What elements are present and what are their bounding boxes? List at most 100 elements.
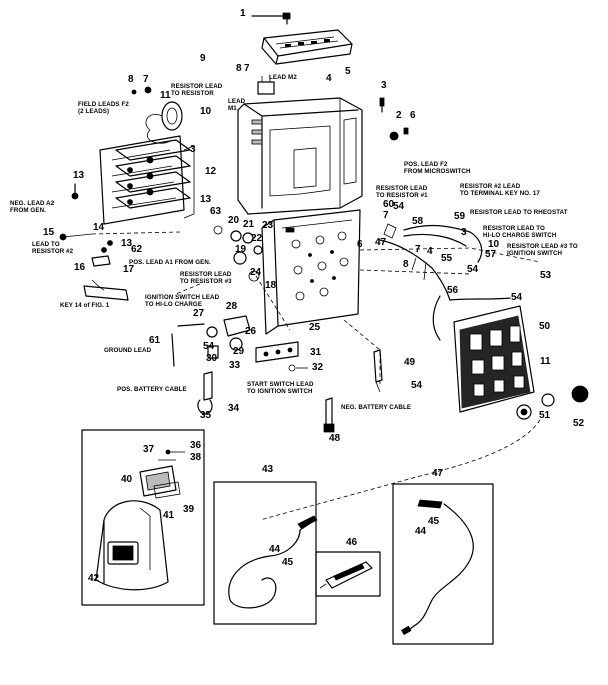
part-number-28: 28 [226,301,238,312]
nameplate-31 [255,341,299,363]
relay-switch [257,76,275,95]
wire-label: RESISTOR LEAD [180,271,232,278]
part-number-31: 31 [310,347,322,358]
part-number-59: 59 [454,211,466,222]
part-number-8: 8 [236,63,242,74]
inset-46-holder [315,551,381,597]
part-number-27: 27 [193,308,205,319]
part-number-8: 8 [128,74,134,85]
part-number-16: 16 [74,262,86,273]
part-number-6: 6 [410,110,416,121]
part-number-3: 3 [190,144,196,155]
wire-label: FIELD LEADS F2 [78,101,129,108]
part-number-7: 7 [415,244,421,255]
wire-label: IGNITION SWITCH LEAD [145,294,220,301]
part-number-49: 49 [404,357,416,368]
part-number-29: 29 [233,346,245,357]
inset-47-cable [392,483,494,645]
knob-52 [541,385,589,407]
wire-label: KEY 14 of FIG. 1 [60,302,110,309]
part-number-7: 7 [244,63,250,74]
part-number-61: 61 [149,335,161,346]
part-number-63: 63 [210,206,222,217]
part-number-34: 34 [228,403,240,414]
control-panel [261,209,361,335]
part-number-13: 13 [121,238,133,249]
part-number-10: 10 [200,106,212,117]
part-number-11: 11 [540,356,551,367]
part-number-42: 42 [88,573,100,584]
bolt-2-6 [131,86,152,95]
wire-label: RESISTOR #2 LEAD [460,183,521,190]
part-number-52: 52 [573,418,585,429]
part-number-56: 56 [447,285,459,296]
part-number-26: 26 [245,326,257,337]
part-number-54: 54 [203,341,215,352]
part-number-54: 54 [411,380,423,391]
wire-label: NEG. BATTERY CABLE [341,404,411,411]
part-number-3: 3 [461,227,467,238]
part-number-22: 22 [251,233,263,244]
part-number-8: 8 [403,259,409,270]
part-number-19: 19 [235,244,247,255]
wire-label: TO TERMINAL KEY NO. 17 [460,190,540,197]
wire-label: RESISTOR LEAD [376,185,428,192]
part-number-43: 43 [262,464,274,475]
part-number-54: 54 [467,264,479,275]
part-number-50: 50 [539,321,551,332]
main-housing [237,97,363,215]
part-number-47: 47 [375,237,387,248]
part-number-24: 24 [250,267,262,278]
part-number-9: 9 [200,53,206,64]
part-number-38: 38 [190,452,202,463]
wire-label: FROM MICROSWITCH [404,168,471,175]
part-number-2: 2 [396,110,402,121]
wire-label: LEAD TO [32,241,60,248]
part-number-54: 54 [511,292,523,303]
wire-label: TO RESISTOR #3 [180,278,232,285]
screw-1 [251,12,291,25]
dashed-connection-lines [91,231,541,521]
part-number-39: 39 [183,504,195,515]
part-number-25: 25 [309,322,321,333]
wire-label: RESISTOR LEAD TO [483,225,545,232]
screws-right-housing [379,97,409,141]
wire-label: FROM GEN. [10,207,46,214]
part-number-54: 54 [393,201,405,212]
wire-label: NEG. LEAD A2 [10,200,55,207]
part-number-4: 4 [427,246,433,257]
part-number-7: 7 [143,74,149,85]
part-number-21: 21 [243,219,255,230]
part-number-33: 33 [229,360,241,371]
part-number-41: 41 [163,510,175,521]
part-number-7: 7 [383,210,389,221]
wire-label: TO RESISTOR #1 [376,192,428,199]
part-number-10: 10 [488,239,500,250]
meter-panel [453,305,535,413]
ignition-switch [171,315,251,367]
part-number-20: 20 [228,215,240,226]
part-number-36: 36 [190,440,202,451]
inset-43-cable [213,481,318,625]
wire-label: IGNITION SWITCH [507,250,563,257]
part-number-4: 4 [326,73,332,84]
part-number-44: 44 [269,544,281,555]
part-number-15: 15 [43,227,55,238]
part-number-3: 3 [381,80,387,91]
part-number-62: 62 [131,244,143,255]
part-number-60: 60 [383,199,395,210]
part-number-13: 13 [73,170,85,181]
part-number-51: 51 [539,410,551,421]
part-number-58: 58 [412,216,424,227]
battery-cable-clamps [197,349,383,433]
part-number-18: 18 [265,280,277,291]
wire-label: LEAD M2 [269,74,297,81]
wire-label: RESISTOR LEAD TO RHEOSTAT [470,209,568,216]
part-number-45: 45 [282,557,294,568]
hardware-20-23 [213,225,295,282]
part-number-17: 17 [123,264,135,275]
wire-label: POS. LEAD A1 FROM GEN. [129,259,211,266]
part-number-14: 14 [93,222,105,233]
